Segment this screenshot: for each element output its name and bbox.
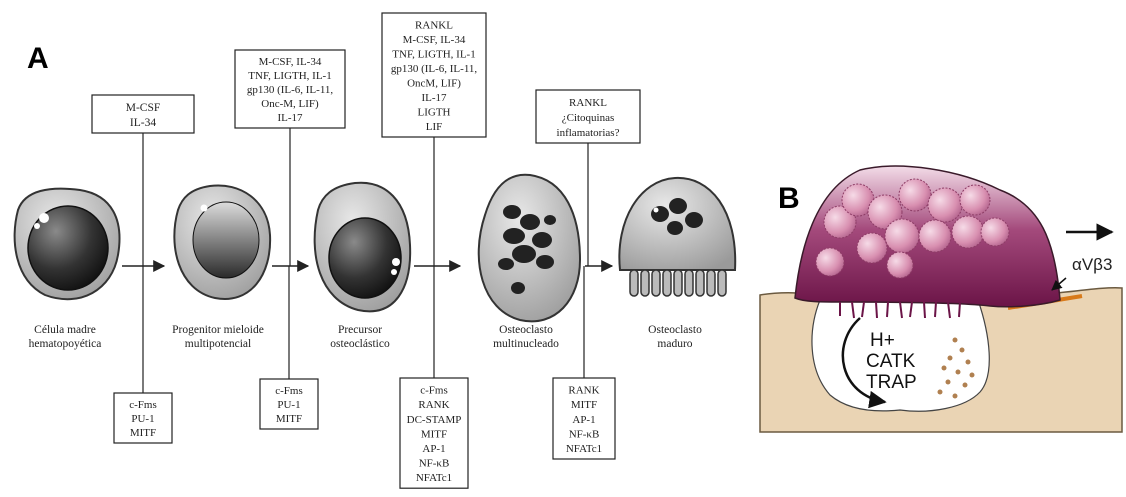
resorption-label: TRAP <box>866 372 917 393</box>
resorption-label: H+ <box>870 330 895 351</box>
resorption-label: CATK <box>866 351 916 372</box>
integrin-label: αVβ3 <box>1072 255 1112 274</box>
